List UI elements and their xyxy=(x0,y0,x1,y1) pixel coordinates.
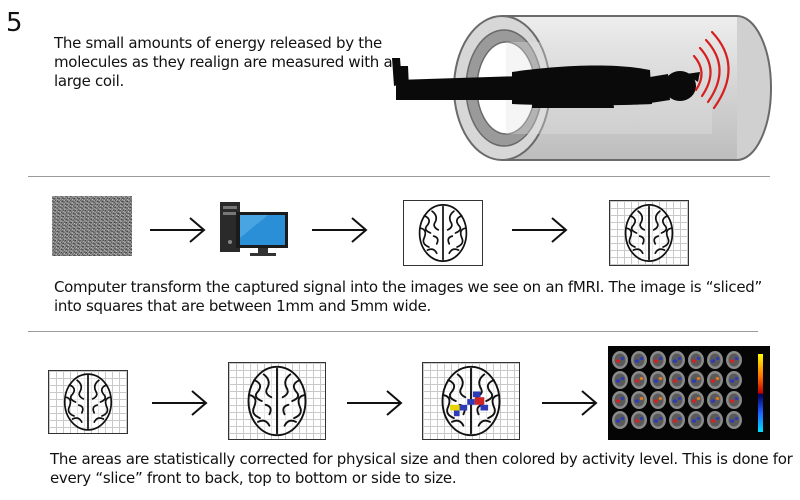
activity-colored-brain-image xyxy=(422,362,520,440)
right-arrow-icon xyxy=(347,390,403,416)
computer-icon xyxy=(220,202,288,256)
right-arrow-icon xyxy=(512,217,568,243)
brain-icon xyxy=(63,373,113,431)
section-divider xyxy=(28,331,758,332)
right-arrow-icon xyxy=(542,390,598,416)
step-number: 5 xyxy=(6,8,23,38)
caption-correction: The areas are statistically corrected fo… xyxy=(50,450,793,487)
caption-transform: Computer transform the captured signal i… xyxy=(54,278,762,315)
right-arrow-icon xyxy=(150,217,206,243)
brain-icon xyxy=(441,365,501,437)
right-arrow-icon xyxy=(152,390,208,416)
right-arrow-icon xyxy=(312,217,368,243)
mri-scanner-icon xyxy=(392,15,772,161)
sliced-brain-image xyxy=(48,370,128,434)
fmri-slice-montage xyxy=(608,346,770,440)
activity-overlay xyxy=(450,391,489,417)
signal-waves-icon xyxy=(692,30,730,110)
brain-icon xyxy=(624,204,674,262)
brain-image xyxy=(403,200,483,266)
enlarged-sliced-brain-image xyxy=(228,362,326,440)
lying-person-icon xyxy=(392,58,700,108)
brain-icon xyxy=(247,365,307,437)
brain-icon xyxy=(418,204,468,262)
caption-scanner: The small amounts of energy released by … xyxy=(54,34,393,90)
sliced-brain-image xyxy=(609,200,689,266)
section-divider xyxy=(28,176,770,177)
raw-signal-noise-icon xyxy=(52,196,132,256)
